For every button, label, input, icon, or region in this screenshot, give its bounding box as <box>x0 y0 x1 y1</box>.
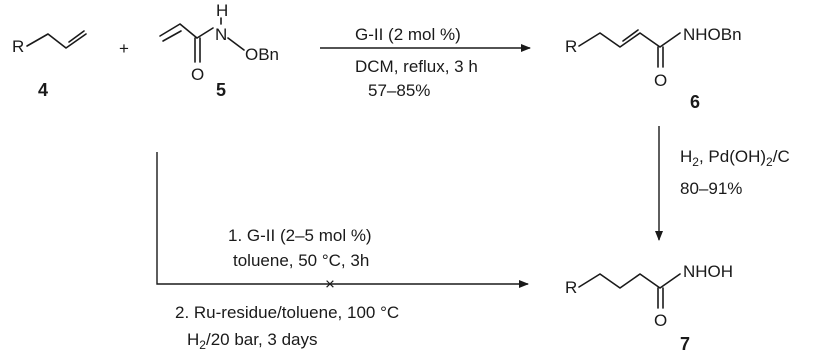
compound-5-o-label: O <box>191 65 204 84</box>
compound-7-r-label: R <box>565 278 577 297</box>
compound-5: O H N OBn 5 <box>159 1 279 100</box>
compound-5-vinyl <box>159 23 198 39</box>
compound-4-double-bond <box>68 30 85 43</box>
compound-6: R O NHOBn 6 <box>565 25 742 112</box>
compound-5-number: 5 <box>216 80 226 100</box>
compound-5-cn-bond <box>196 27 214 39</box>
bottom-step2-line1: 2. Ru-residue/toluene, 100 °C <box>175 303 399 322</box>
bottom-arrow-line <box>156 152 529 288</box>
compound-6-r-label: R <box>565 37 577 56</box>
compound-5-no-bond <box>227 37 245 51</box>
plus-sign: + <box>119 39 129 58</box>
compound-6-number: 6 <box>690 92 700 112</box>
compound-4-bonds <box>26 33 87 49</box>
bottom-step1-line2: toluene, 50 °C, 3h <box>233 251 369 270</box>
compound-6-o-label: O <box>654 71 667 90</box>
top-arrow-conditions: DCM, reflux, 3 h <box>355 57 478 76</box>
bottom-step2-line2: H2/20 bar, 3 days <box>187 330 318 352</box>
right-arrow-yield: 80–91% <box>680 179 742 198</box>
compound-6-nhobn-label: NHOBn <box>683 25 742 44</box>
compound-5-double-bond <box>162 30 182 42</box>
compound-5-n-label: N <box>215 25 227 44</box>
compound-4: R 4 <box>12 30 87 100</box>
right-arrow-reagent: H2, Pd(OH)2/C <box>680 147 790 169</box>
bottom-step1-line1: 1. G-II (2–5 mol %) <box>228 226 372 245</box>
top-arrow-yield: 57–85% <box>368 81 430 100</box>
top-arrow-catalyst: G-II (2 mol %) <box>355 25 461 44</box>
compound-7-chain <box>578 273 681 289</box>
compound-6-chain <box>578 32 681 48</box>
top-reaction-arrow: G-II (2 mol %) DCM, reflux, 3 h 57–85% <box>320 25 531 100</box>
compound-4-number: 4 <box>38 80 48 100</box>
compound-7: R O NHOH 7 <box>565 262 733 354</box>
bottom-arrow-cross: × <box>325 275 335 294</box>
compound-5-h-label: H <box>216 1 228 20</box>
compound-4-r-label: R <box>12 37 24 56</box>
right-reaction-arrow: H2, Pd(OH)2/C 80–91% <box>655 126 790 241</box>
bottom-reaction-arrow: × 1. G-II (2–5 mol %) toluene, 50 °C, 3h… <box>156 152 529 352</box>
compound-7-nhoh-label: NHOH <box>683 262 733 281</box>
compound-5-obn-label: OBn <box>245 45 279 64</box>
compound-6-double-bond <box>622 29 639 42</box>
compound-7-number: 7 <box>680 334 690 354</box>
compound-7-o-label: O <box>654 311 667 330</box>
